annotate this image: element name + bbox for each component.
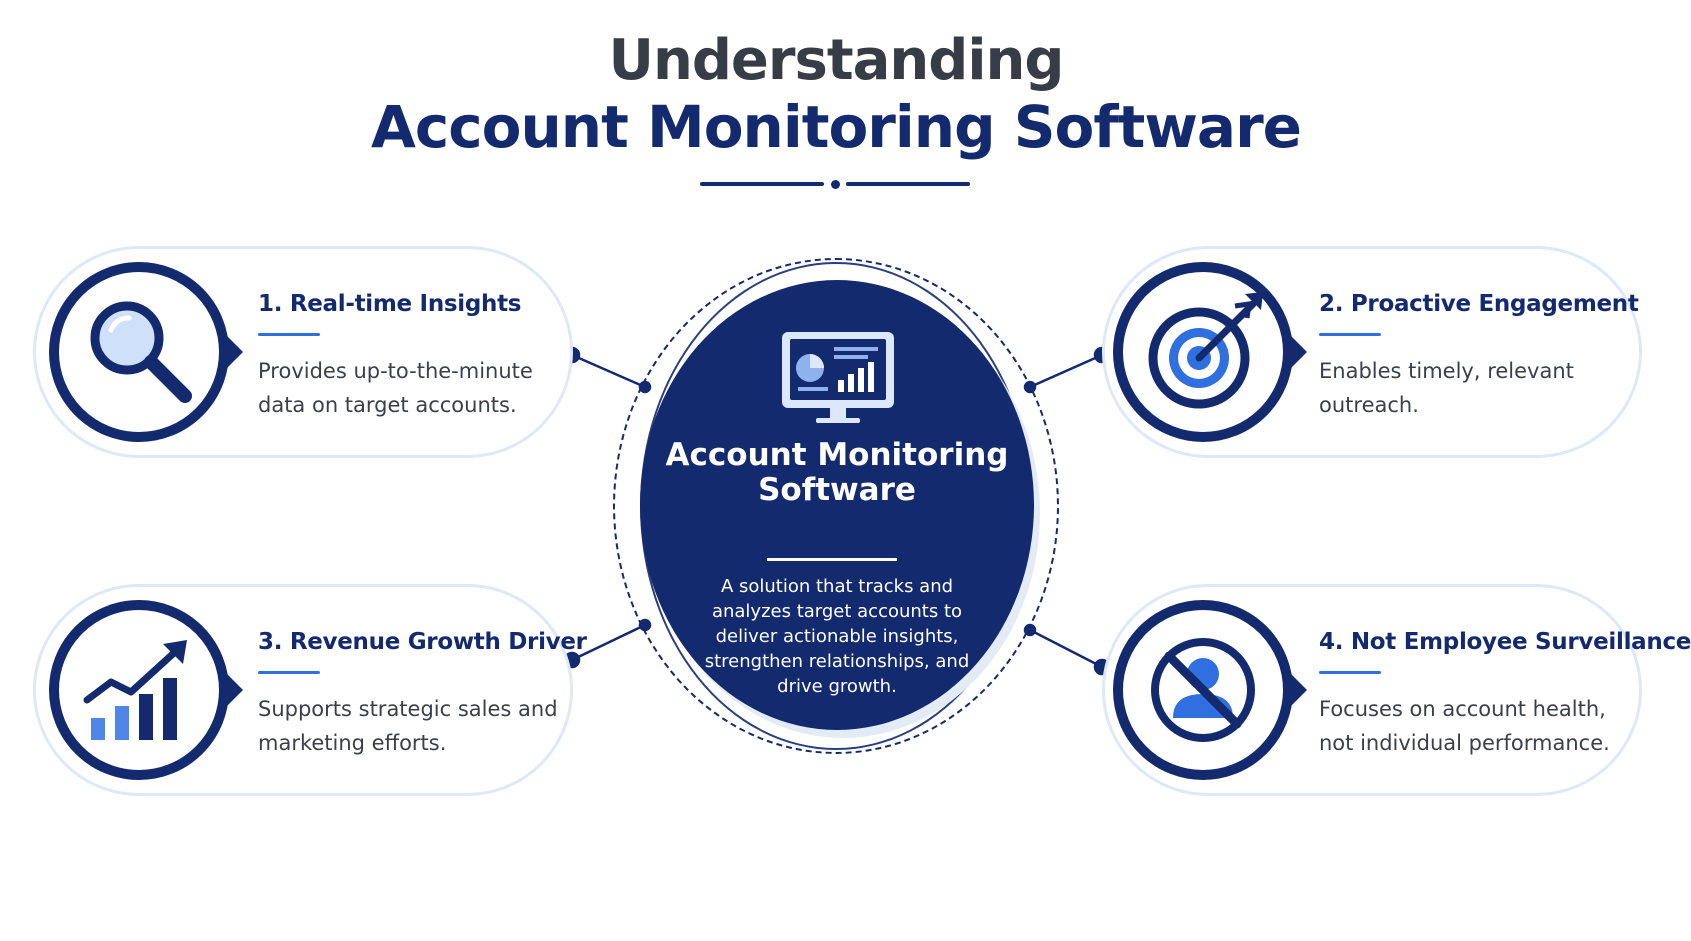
connector-line-2	[1029, 353, 1103, 389]
card-title: 4. Not Employee Surveillance	[1319, 629, 1691, 655]
card-icon-ring	[1113, 262, 1307, 442]
title-divider-dot	[831, 180, 840, 189]
card-divider	[1319, 333, 1381, 336]
title-divider-right-bar	[846, 182, 970, 186]
card-title: 3. Revenue Growth Driver	[258, 629, 587, 655]
card-divider	[258, 333, 320, 336]
card-text: 2. Proactive Engagement Enables timely, …	[1319, 289, 1639, 422]
page-title: Understanding Account Monitoring Softwar…	[0, 28, 1672, 160]
ring-pointer	[227, 674, 243, 706]
magnifying-glass-icon	[90, 301, 192, 403]
connector-line-1	[571, 353, 646, 389]
card-divider	[258, 671, 320, 674]
title-divider-left-bar	[700, 182, 824, 186]
ring-pointer	[1291, 336, 1307, 368]
card-icon-ring	[49, 600, 243, 780]
hub-title: Account Monitoring Software	[665, 437, 1009, 508]
card-title: 1. Real-time Insights	[258, 291, 522, 317]
card-real-time-insights: 1. Real-time Insights Provides up-to-the…	[33, 246, 573, 458]
title-line-1: Understanding	[608, 28, 1064, 93]
card-not-employee-surveillance: 4. Not Employee Surveillance Focuses on …	[1102, 584, 1691, 796]
card-icon-ring	[49, 262, 243, 442]
hub-dashed-ring	[613, 258, 1059, 754]
card-title: 2. Proactive Engagement	[1319, 291, 1639, 317]
card-divider	[1319, 671, 1381, 674]
hub-divider	[767, 558, 897, 561]
card-text: 1. Real-time Insights Provides up-to-the…	[258, 289, 558, 422]
card-revenue-growth-driver: 3. Revenue Growth Driver Supports strate…	[33, 584, 587, 796]
central-hub: Account Monitoring Software A solution t…	[640, 280, 1034, 730]
card-description: Enables timely, relevant outreach.	[1319, 359, 1574, 417]
card-description: Supports strategic sales and marketing e…	[258, 697, 558, 755]
card-description: Focuses on account health, not individua…	[1319, 697, 1610, 755]
card-description: Provides up-to-the-minute data on target…	[258, 359, 533, 417]
ring-pointer	[1291, 674, 1307, 706]
ring-pointer	[227, 336, 243, 368]
hub-description: A solution that tracks and analyzes targ…	[704, 576, 970, 697]
connector-line-4	[1029, 628, 1103, 669]
target-arrow-icon	[1148, 292, 1263, 409]
card-proactive-engagement: 2. Proactive Engagement Enables timely, …	[1102, 246, 1642, 458]
monitor-dashboard-icon	[782, 332, 894, 423]
no-person-icon	[1151, 638, 1255, 742]
card-text: 4. Not Employee Surveillance Focuses on …	[1319, 627, 1691, 760]
title-divider	[700, 180, 970, 190]
card-text: 3. Revenue Growth Driver Supports strate…	[258, 627, 587, 760]
growth-chart-icon	[83, 640, 187, 740]
title-line-2: Account Monitoring Software	[370, 93, 1302, 161]
card-icon-ring	[1113, 600, 1307, 780]
